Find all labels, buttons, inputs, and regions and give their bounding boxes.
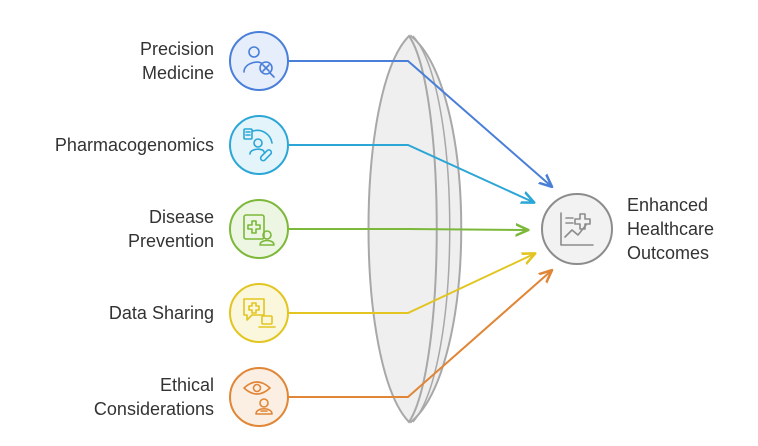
lens-rim xyxy=(412,35,451,423)
medical-person-icon xyxy=(229,199,289,259)
label-line: Medicine xyxy=(141,63,214,83)
label-precision-medicine: Precision Medicine xyxy=(140,37,214,85)
medical-chat-laptop-icon xyxy=(229,283,289,343)
person-pill-icon xyxy=(229,115,289,175)
connector-arrow xyxy=(289,271,551,398)
connector-arrow xyxy=(289,254,534,314)
connector-arrow xyxy=(289,60,551,186)
label-line: Pharmacogenomics xyxy=(54,135,214,155)
connector-arrow xyxy=(289,144,533,202)
label-line: Healthcare xyxy=(627,219,715,239)
label-line: Prevention xyxy=(127,231,214,251)
label-disease-prevention: Disease Prevention xyxy=(128,205,214,253)
label-enhanced-healthcare-outcomes: Enhanced Healthcare Outcomes xyxy=(627,193,714,265)
person-dna-icon xyxy=(229,31,289,91)
label-data-sharing: Data Sharing xyxy=(109,301,214,325)
label-pharmacogenomics: Pharmacogenomics xyxy=(55,133,214,157)
label-line: Ethical xyxy=(159,375,214,395)
label-line: Precision xyxy=(139,39,214,59)
label-line: Outcomes xyxy=(627,243,710,263)
connector-arrow xyxy=(289,229,527,230)
label-ethical-considerations: Ethical Considerations xyxy=(94,373,214,421)
icon-circles xyxy=(229,31,613,427)
health-chart-icon xyxy=(541,193,613,265)
connector-lines xyxy=(289,60,551,398)
label-line: Data Sharing xyxy=(108,303,214,323)
eye-person-icon xyxy=(229,367,289,427)
label-line: Disease xyxy=(148,207,214,227)
label-line: Enhanced xyxy=(627,195,709,215)
label-line: Considerations xyxy=(93,399,214,419)
